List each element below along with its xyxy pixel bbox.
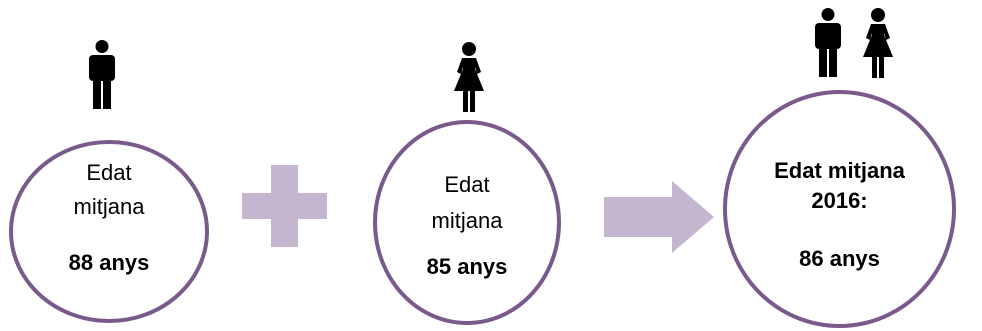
female-icon — [450, 42, 488, 114]
group-female-label-line2: mitjana — [431, 208, 503, 233]
group-female-label-line1: Edat — [444, 172, 490, 197]
group-male-label-line2: mitjana — [73, 194, 145, 219]
group-male-value: 88 anys — [68, 250, 150, 275]
group-female-value: 85 anys — [426, 254, 508, 279]
male-icon — [812, 8, 844, 78]
group-total-circle: Edat mitjana 2016: 86 anys — [723, 90, 956, 328]
group-male-label-line1: Edat — [86, 160, 132, 185]
group-male-circle: Edat mitjana 88 anys — [9, 140, 209, 323]
male-icon — [86, 40, 118, 110]
female-icon — [859, 8, 897, 80]
group-female-circle: Edat mitjana 85 anys — [373, 120, 561, 325]
right-arrow — [604, 181, 714, 253]
group-total-label-line1: Edat mitjana — [774, 158, 905, 183]
plus-sign — [242, 165, 327, 247]
group-total-label-line2: 2016: — [811, 188, 868, 213]
group-total-value: 86 anys — [799, 246, 880, 271]
